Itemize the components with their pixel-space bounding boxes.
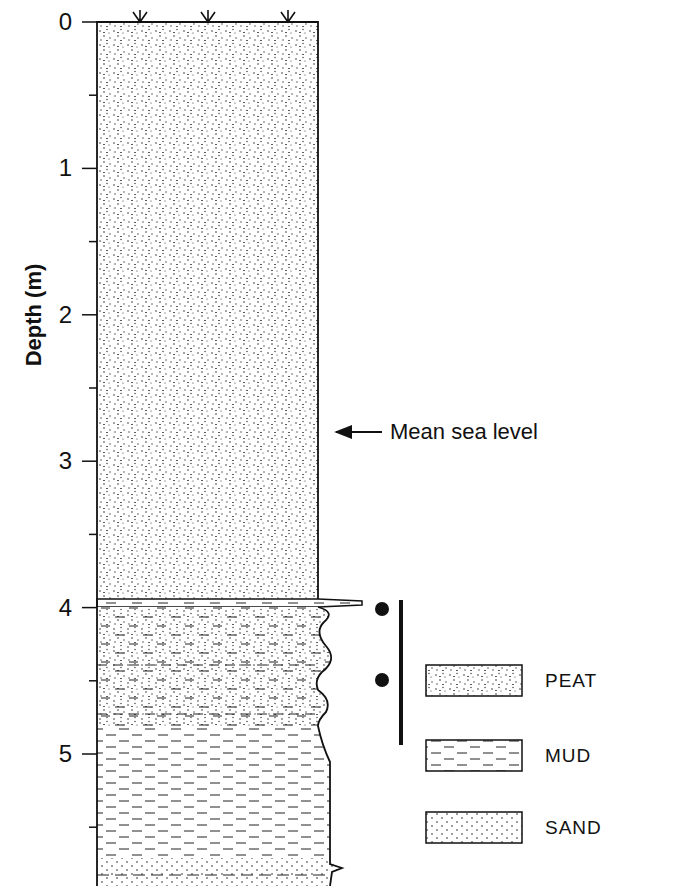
mud-swatch — [426, 740, 522, 771]
mud-lamina — [97, 665, 318, 666]
mud-lamina — [97, 714, 318, 715]
peat-layer — [97, 22, 318, 600]
tick-label: 4 — [59, 596, 72, 620]
sample-dot — [375, 602, 389, 616]
legend-label: MUD — [545, 746, 591, 765]
tick-label: 5 — [59, 742, 72, 766]
sample-bar — [399, 600, 403, 745]
peat-mud-layer — [97, 607, 331, 726]
depth-ticks — [82, 22, 97, 827]
tick-label: 3 — [59, 449, 72, 473]
tick-label: 0 — [59, 10, 72, 34]
sand-swatch — [426, 812, 522, 843]
sea-level-label: Mean sea level — [390, 421, 538, 443]
mud-lamina — [97, 875, 330, 876]
axis-title: Depth (m) — [23, 264, 45, 367]
sea-level-arrow — [336, 431, 382, 433]
mud-layer — [97, 726, 330, 858]
tick-label: 1 — [59, 156, 72, 180]
core-outline — [97, 22, 342, 886]
legend-label: PEAT — [545, 671, 597, 690]
peat-swatch — [426, 665, 522, 696]
sample-dot — [375, 673, 389, 687]
mud-band — [97, 599, 362, 607]
vegetation-symbols — [133, 10, 295, 22]
sand-layer — [97, 858, 342, 886]
tick-label: 2 — [59, 303, 72, 327]
legend-label: SAND — [545, 818, 602, 837]
